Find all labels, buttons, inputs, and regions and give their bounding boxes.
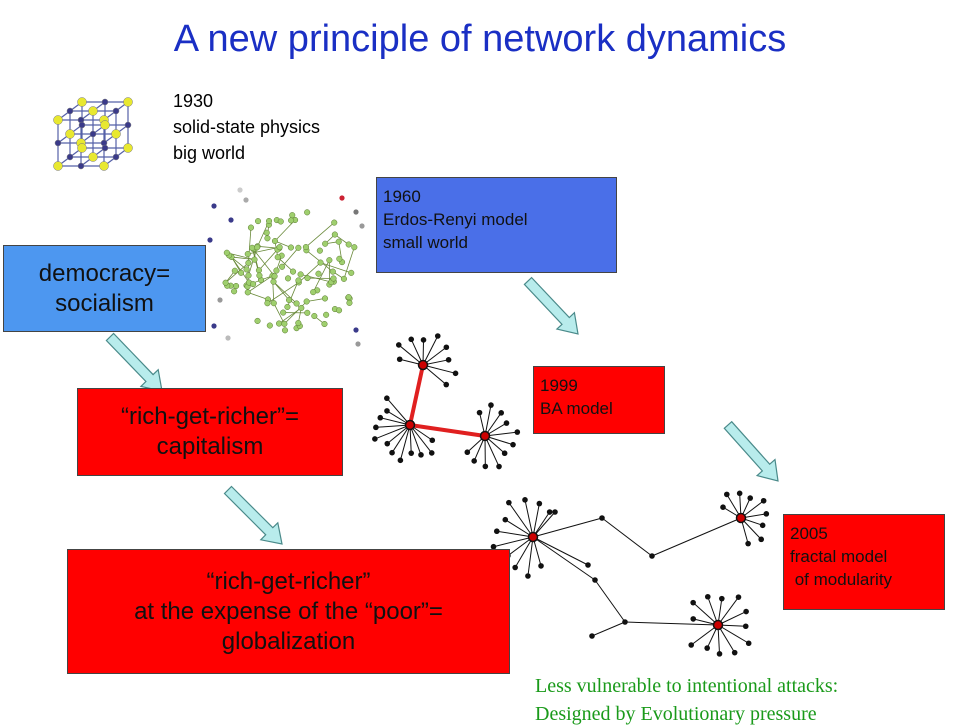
globalization-line1: “rich-get-richer” [206,567,370,597]
democracy-line2: socialism [55,289,154,319]
era-2005-box: 2005 fractal model of modularity [783,514,945,610]
era-1960-line1: Erdos-Renyi model [383,210,528,229]
era-2005-line2: of modularity [790,570,892,589]
era-1960-box: 1960 Erdos-Renyi model small world [376,177,617,273]
block-arrow [106,334,162,392]
era-2005-year: 2005 [790,524,828,543]
era-2005-line1: fractal model [790,547,887,566]
capitalism-box: “rich-get-richer”= capitalism [77,388,343,476]
democracy-socialism-box: democracy= socialism [3,245,206,332]
democracy-line1: democracy= [39,259,170,289]
era-1999-year: 1999 [540,376,578,395]
footer-line2: Designed by Evolutionary pressure [535,703,817,725]
block-arrow [724,422,778,481]
block-arrow [524,278,578,334]
capitalism-line2: capitalism [157,432,264,462]
globalization-box: “rich-get-richer” at the expense of the … [67,549,510,674]
era-1960-line2: small world [383,233,468,252]
era-1999-box: 1999 BA model [533,366,665,434]
globalization-line3: globalization [222,627,355,657]
capitalism-line1: “rich-get-richer”= [121,402,299,432]
block-arrow [225,487,283,545]
era-1999-line1: BA model [540,399,613,418]
era-1960-year: 1960 [383,187,421,206]
footer-line1: Less vulnerable to intentional attacks: [535,675,838,697]
globalization-line2: at the expense of the “poor”= [134,597,443,627]
